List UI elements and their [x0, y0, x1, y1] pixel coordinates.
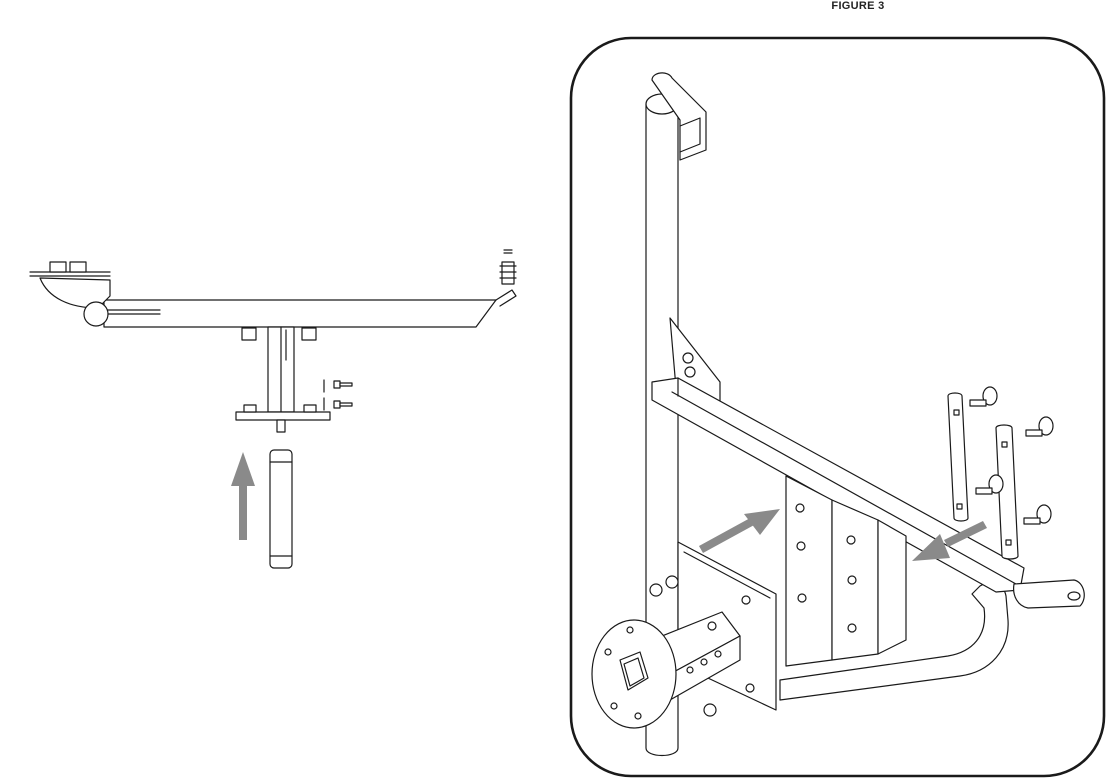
left-side-view [29, 249, 517, 569]
arm-assembly-side [29, 249, 517, 341]
mounting-plate [235, 404, 331, 433]
insert-pin [269, 449, 293, 569]
insert-arrow-up-right [699, 509, 780, 553]
insert-arrow-down-left [912, 521, 987, 561]
bolt-pair [323, 379, 353, 411]
insert-direction-arrow [231, 452, 255, 540]
carriage-bolt-plates [947, 386, 1054, 560]
channel-bracket [785, 475, 907, 667]
arm-end-tab [1013, 579, 1085, 609]
figure-caption: FIGURE 3 [831, 0, 885, 12]
right-perspective-view [569, 36, 1106, 778]
mount-post [267, 326, 295, 413]
round-mounting-plate [591, 619, 677, 729]
top-handle-bracket [651, 72, 707, 161]
figure-frame [569, 36, 1106, 778]
